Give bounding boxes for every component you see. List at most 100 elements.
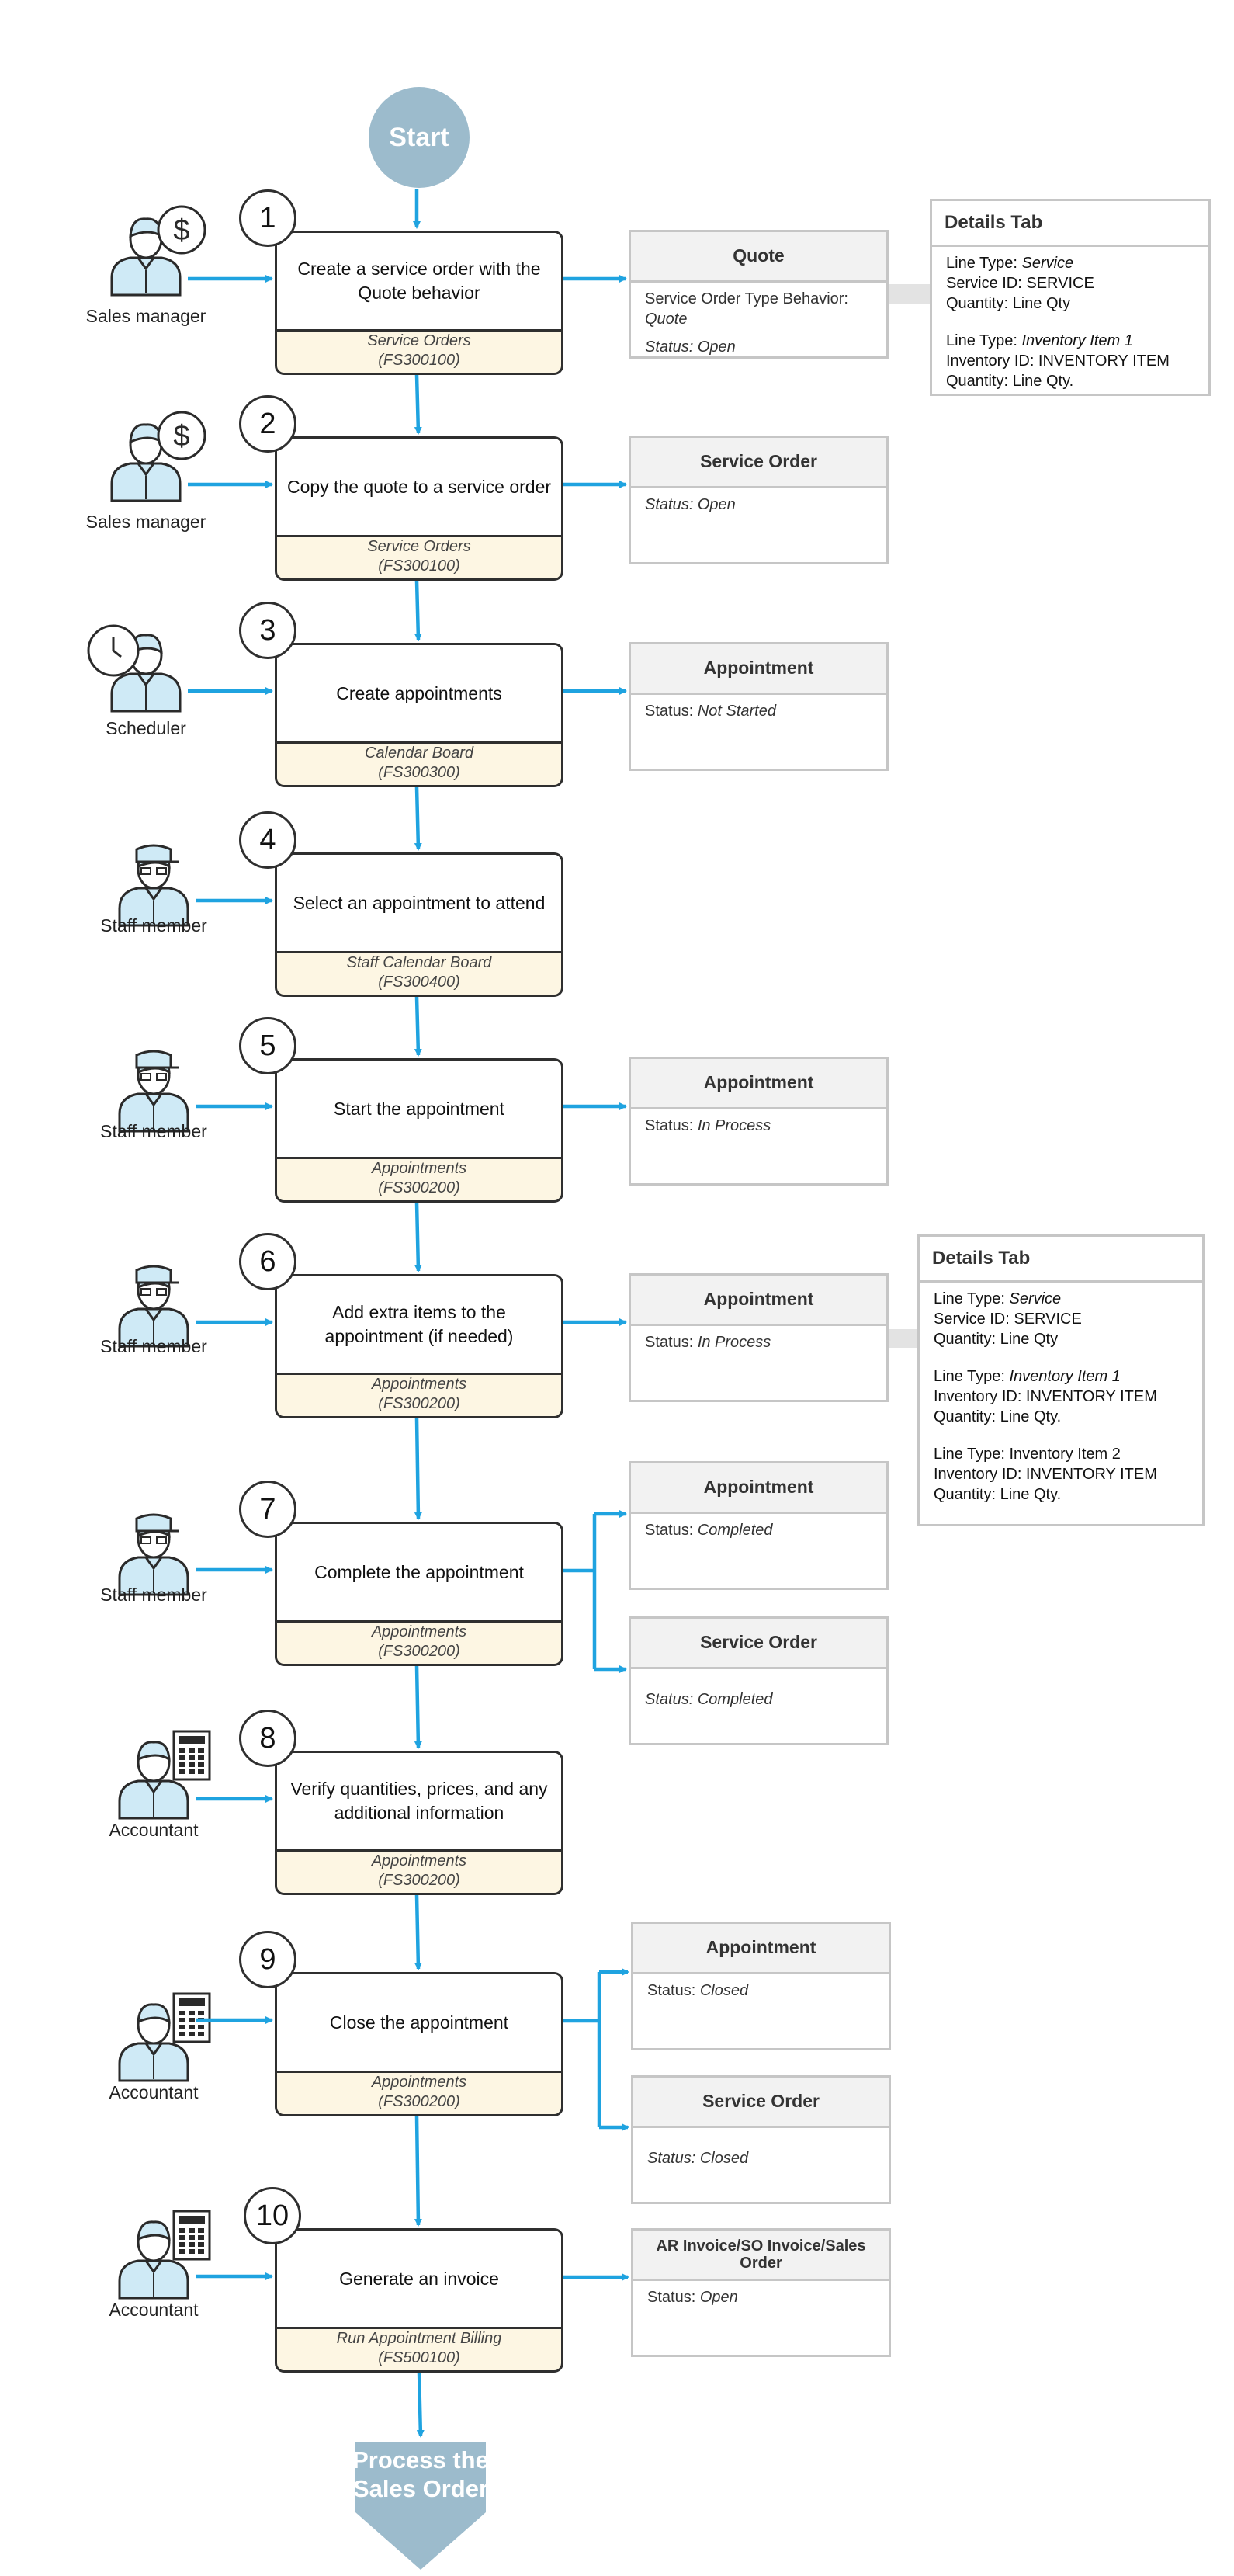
details-label: Quantity: Line Qty [946,295,1071,312]
calculator-key-icon [189,2242,195,2247]
form-code: (FS300100) [378,352,460,369]
form-name: Service Orders [367,332,471,349]
calculator-key-icon [189,1762,195,1767]
form-name: Run Appointment Billing [336,2330,502,2347]
glasses-icon [156,867,167,875]
status-text: Status: Completed [645,1691,773,1708]
details-tab-title: Details Tab [932,201,1208,247]
calculator-display-icon [179,1736,205,1744]
status-box-body: Status: Open [633,2281,889,2314]
step-title: Copy the quote to a service order [277,439,561,537]
step-form-reference: Appointments(FS300200) [277,1849,561,1893]
role-label: Accountant [109,2082,199,2102]
details-line: Line Type: Inventory Item 1 [934,1366,1188,1387]
details-label: Line Type: [934,1290,1010,1307]
step-number-badge: 5 [239,1017,296,1074]
form-name: Appointments [371,1160,467,1177]
dollar-sign-icon: $ [173,420,189,453]
status-box-title: Service Order [631,438,886,488]
staff-member-icon [118,1513,189,1596]
status-line: Status: Completed [645,1689,872,1710]
status-box-title: Appointment [631,1276,886,1326]
status-line: Status: Open [645,337,872,357]
calculator-display-icon [179,1998,205,2006]
calculator-key-icon [189,2025,195,2029]
calculator-key-icon [189,2011,195,2015]
details-label: Inventory ID: INVENTORY ITEM [946,352,1170,370]
step-title: Create appointments [277,645,561,744]
details-line: Line Type: Service [934,1289,1188,1309]
person-collar [144,1780,163,1794]
cap-icon [135,1265,172,1284]
status-box-title: Appointment [633,1924,889,1974]
sales-manager-icon: $ [110,411,206,502]
step-title: Add extra items to the appointment (if n… [277,1276,561,1375]
details-label: Quantity: Line Qty. [934,1408,1062,1425]
details-line: Inventory ID: INVENTORY ITEM [934,1464,1188,1484]
calculator-key-icon [198,1762,204,1767]
status-value: Open [699,2289,738,2306]
flow-arrow [414,786,422,851]
glasses-icon [140,1288,151,1296]
status-line: Status: Closed [647,1981,875,2001]
status-box-body: Status: Not Started [631,695,886,727]
calculator-key-icon [179,1769,185,1774]
status-label: Status: [647,1982,700,1999]
step-title: Generate an invoice [277,2231,561,2329]
step-title: Complete the appointment [277,1524,561,1623]
cap-icon [135,844,172,863]
form-name: Calendar Board [364,745,474,762]
flow-arrow [414,996,422,1057]
status-value: Completed [697,1522,773,1539]
details-label: Line Type: [946,255,1022,272]
details-connector [889,284,930,304]
person-collar [144,1557,163,1571]
role-label: Sales manager [85,306,206,326]
step-title: Select an appointment to attend [277,855,561,953]
status-box-body: Status: Completed [631,1669,886,1716]
form-name: Service Orders [367,538,471,555]
calculator-key-icon [179,1755,185,1760]
details-label: Quantity: Line Qty [934,1331,1059,1348]
details-value: Service [1021,255,1074,272]
form-code: (FS300200) [378,2093,460,2110]
details-label: Service ID: SERVICE [934,1311,1082,1328]
person-collar [144,887,163,901]
person-hair [137,2003,171,2024]
details-label: Line Type: [934,1368,1010,1385]
calculator-key-icon [189,1755,195,1760]
calculator-key-icon [179,2228,185,2233]
start-node: Start [369,87,470,188]
calculator-key-icon [198,1748,204,1753]
details-line: Line Type: Inventory Item 2 [934,1444,1188,1464]
status-box-title: Appointment [631,644,886,695]
calculator-key-icon [198,2249,204,2254]
status-label: Status: [645,1522,698,1539]
cap-icon [135,1050,172,1069]
details-line: Quantity: Line Qty [934,1329,1188,1349]
calculator-key-icon [198,2242,204,2247]
details-connector [889,1329,917,1348]
person-hair [129,423,163,444]
form-code: (FS300200) [378,1179,460,1196]
step-box-1: Create a service order with the Quote be… [275,231,563,375]
glasses-icon [140,867,151,875]
calculator-key-icon [179,1762,185,1767]
step-title: Close the appointment [277,1974,561,2073]
scheduler-icon [87,624,182,713]
staff-member-icon [118,844,189,927]
calculator-key-icon [189,2018,195,2022]
status-line: Service Order Type Behavior: [645,289,872,309]
details-label: Line Type: [946,332,1022,349]
end-node [355,2442,486,2570]
